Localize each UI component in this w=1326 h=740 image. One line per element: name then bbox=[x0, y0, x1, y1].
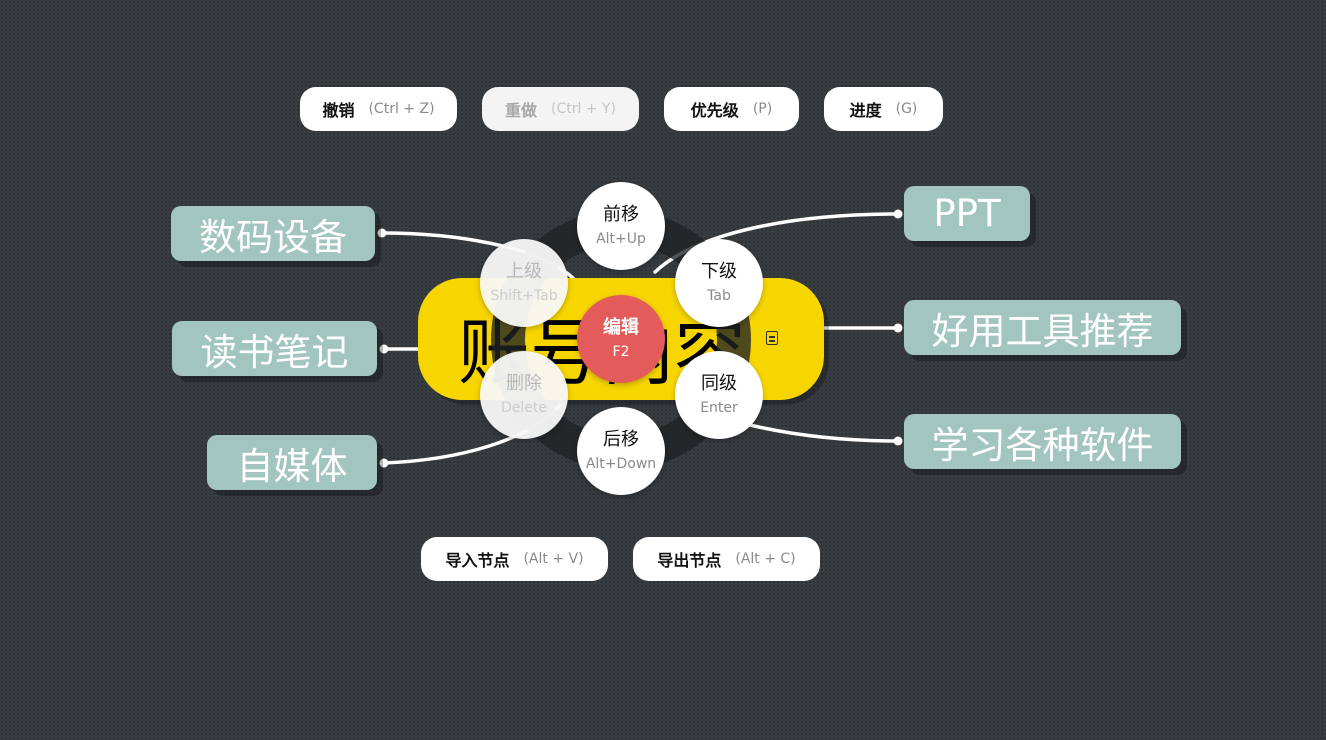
import-nodes-shortcut: (Alt + V) bbox=[523, 551, 584, 567]
delete-label: 删除 bbox=[506, 373, 542, 394]
move-up-button[interactable]: 前移 Alt+Up bbox=[577, 182, 665, 270]
parent-level-shortcut: Shift+Tab bbox=[490, 288, 558, 304]
progress-label: 进度 bbox=[849, 101, 882, 120]
priority-button[interactable]: 优先级 (P) bbox=[664, 87, 799, 131]
move-up-shortcut: Alt+Up bbox=[596, 231, 646, 247]
dot-digital-devices bbox=[377, 228, 387, 238]
redo-label: 重做 bbox=[504, 101, 537, 120]
node-useful-tools[interactable]: 好用工具推荐 bbox=[904, 300, 1181, 355]
dot-software bbox=[893, 436, 903, 446]
export-nodes-shortcut: (Alt + C) bbox=[735, 551, 796, 567]
export-nodes-button[interactable]: 导出节点 (Alt + C) bbox=[633, 537, 820, 581]
progress-button[interactable]: 进度 (G) bbox=[824, 87, 943, 131]
progress-shortcut: (G) bbox=[895, 101, 918, 117]
move-down-label: 后移 bbox=[603, 429, 639, 450]
undo-button[interactable]: 撤销 (Ctrl + Z) bbox=[300, 87, 457, 131]
child-level-label: 下级 bbox=[701, 261, 737, 282]
sibling-label: 同级 bbox=[701, 373, 737, 394]
import-nodes-button[interactable]: 导入节点 (Alt + V) bbox=[421, 537, 608, 581]
node-ppt[interactable]: PPT bbox=[904, 186, 1030, 241]
node-digital-devices[interactable]: 数码设备 bbox=[171, 206, 375, 261]
move-down-shortcut: Alt+Down bbox=[585, 456, 657, 472]
undo-label: 撤销 bbox=[322, 101, 355, 120]
move-up-label: 前移 bbox=[603, 204, 639, 225]
priority-label: 优先级 bbox=[690, 101, 739, 120]
connector-software bbox=[748, 423, 900, 443]
redo-shortcut: (Ctrl + Y) bbox=[550, 101, 617, 117]
note-icon[interactable] bbox=[766, 331, 778, 345]
parent-level-label: 上级 bbox=[506, 261, 542, 282]
dot-reading-notes bbox=[379, 344, 389, 354]
node-reading-notes[interactable]: 读书笔记 bbox=[172, 321, 377, 376]
delete-button[interactable]: 删除 Delete bbox=[480, 351, 568, 439]
move-down-button[interactable]: 后移 Alt+Down bbox=[577, 407, 665, 495]
node-self-media[interactable]: 自媒体 bbox=[207, 435, 377, 490]
edit-button[interactable]: 编辑 F2 bbox=[577, 295, 665, 383]
dot-tools bbox=[893, 323, 903, 333]
priority-shortcut: (P) bbox=[752, 101, 773, 117]
sibling-button[interactable]: 同级 Enter bbox=[675, 351, 763, 439]
export-nodes-label: 导出节点 bbox=[657, 551, 722, 570]
edit-label: 编辑 bbox=[603, 317, 639, 338]
redo-button[interactable]: 重做 (Ctrl + Y) bbox=[482, 87, 639, 131]
import-nodes-label: 导入节点 bbox=[445, 551, 510, 570]
sibling-shortcut: Enter bbox=[700, 400, 738, 416]
node-learn-software[interactable]: 学习各种软件 bbox=[904, 414, 1181, 469]
edit-shortcut: F2 bbox=[612, 344, 630, 360]
undo-shortcut: (Ctrl + Z) bbox=[368, 101, 435, 117]
dot-self-media bbox=[379, 458, 389, 468]
delete-shortcut: Delete bbox=[501, 400, 547, 416]
parent-level-button[interactable]: 上级 Shift+Tab bbox=[480, 239, 568, 327]
child-level-shortcut: Tab bbox=[707, 288, 731, 304]
child-level-button[interactable]: 下级 Tab bbox=[675, 239, 763, 327]
dot-ppt bbox=[893, 209, 903, 219]
